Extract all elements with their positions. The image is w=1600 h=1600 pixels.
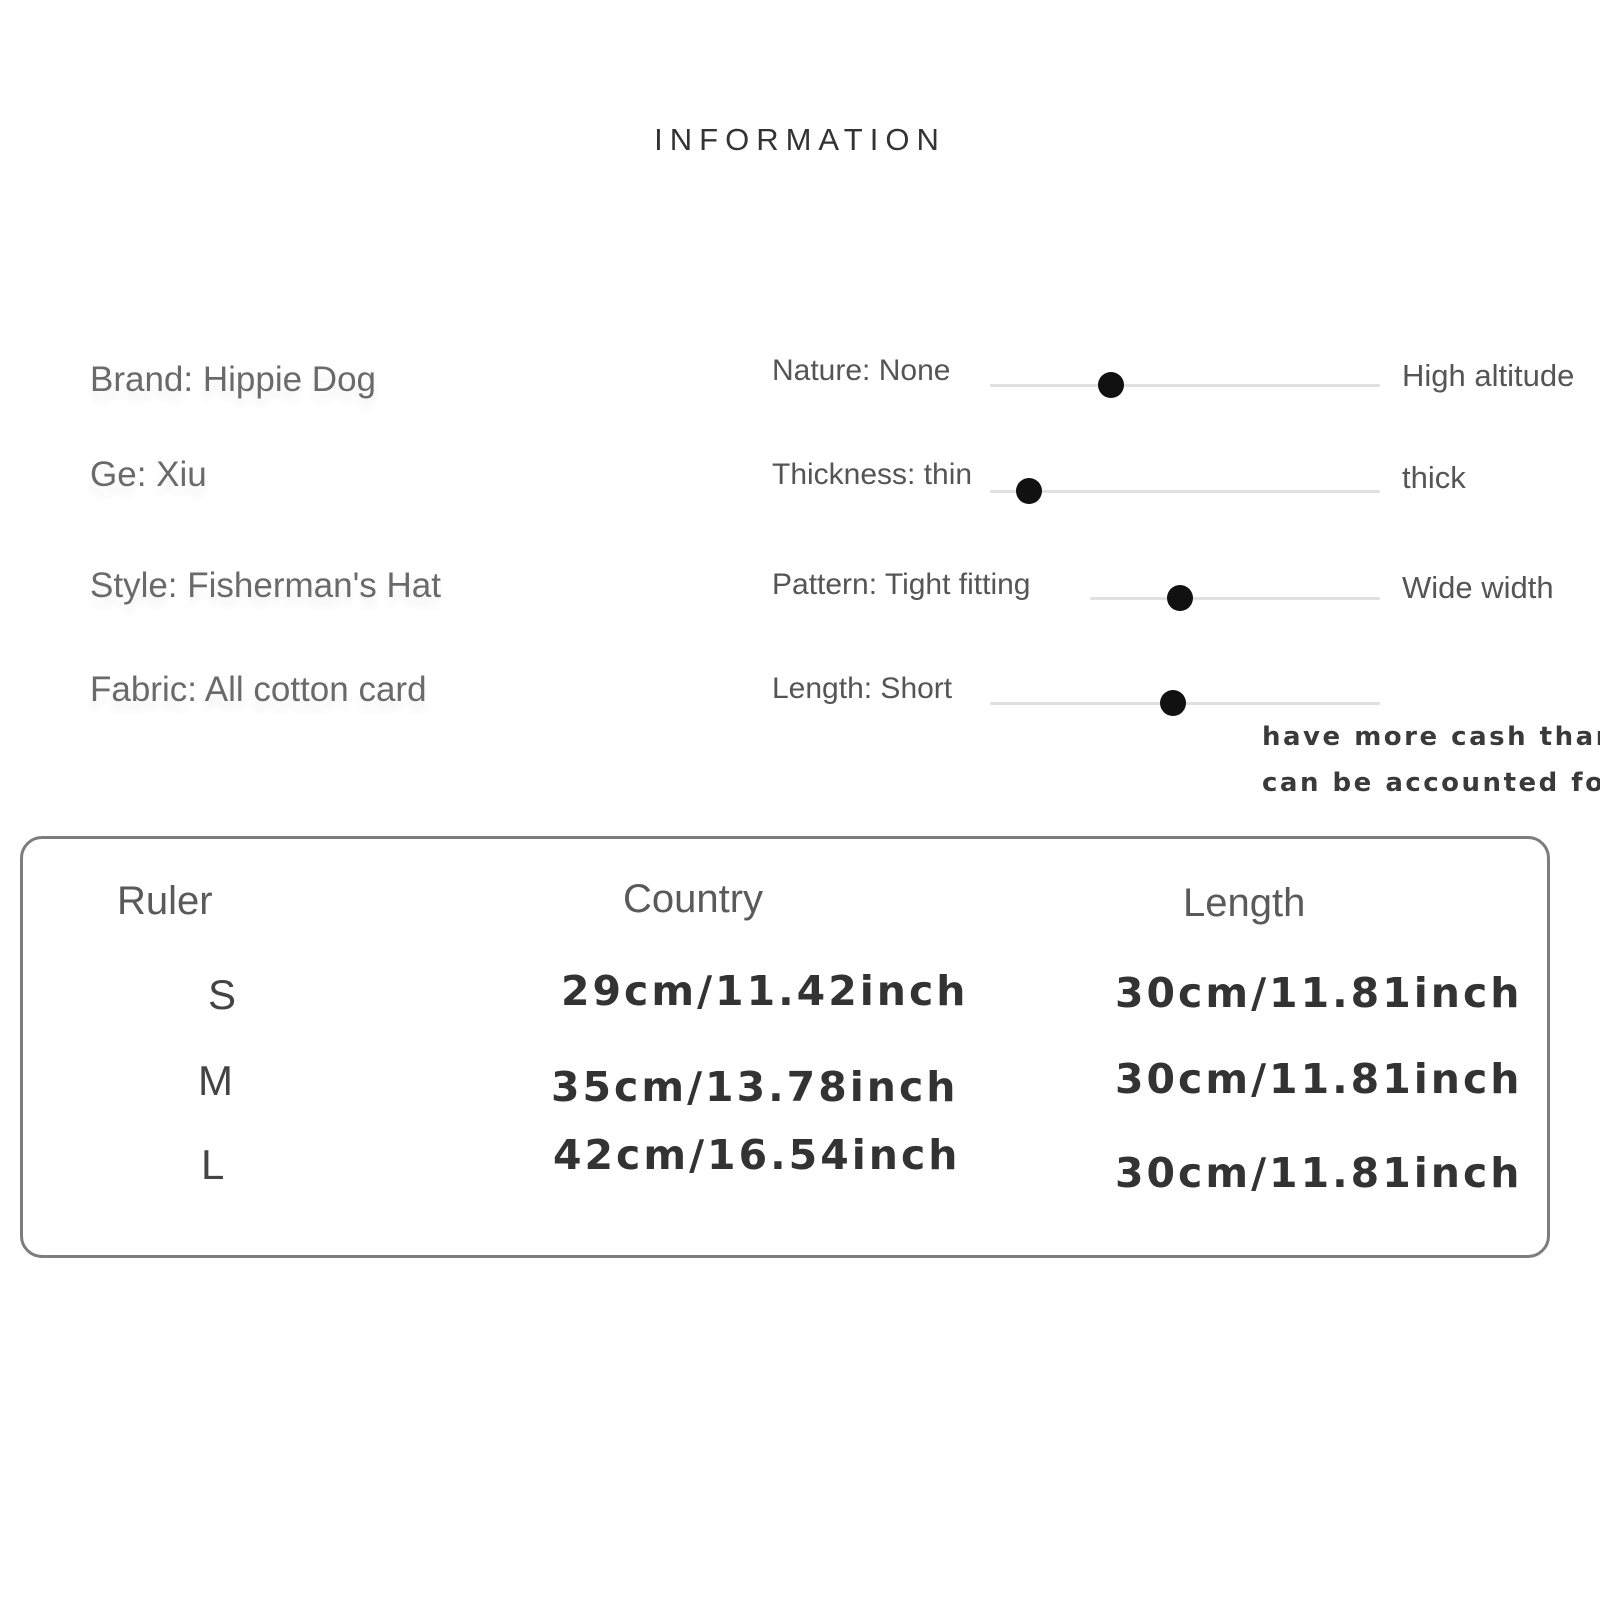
page-title: INFORMATION <box>654 122 946 157</box>
attribute-style: Style: Fisherman's Hat <box>90 566 441 605</box>
slider-knob-pattern[interactable] <box>1166 585 1193 611</box>
size-l: L <box>201 1141 225 1188</box>
country-l: 42cm/16.54inch <box>553 1131 961 1179</box>
attribute-ge: Ge: Xiu <box>90 455 207 494</box>
slider-label-length: Length: Short <box>772 672 953 705</box>
slider-track-thickness <box>990 478 1380 504</box>
size-s: S <box>208 971 237 1018</box>
slider-end-pattern: Wide width <box>1402 570 1554 605</box>
slider-track-length <box>990 690 1380 716</box>
slider-label-nature: Nature: None <box>772 354 951 387</box>
country-m: 35cm/13.78inch <box>551 1063 959 1111</box>
slider-knob-thickness[interactable] <box>1016 478 1042 504</box>
size-m: M <box>198 1057 233 1104</box>
length-l: 30cm/11.81inch <box>1115 1149 1523 1197</box>
length-m: 30cm/11.81inch <box>1115 1055 1523 1103</box>
slider-label-thickness: Thickness: thin <box>772 458 973 491</box>
country-s: 29cm/11.42inch <box>561 967 969 1015</box>
length-s: 30cm/11.81inch <box>1115 969 1523 1017</box>
slider-knob-length[interactable] <box>1160 690 1187 716</box>
slider-knob-nature[interactable] <box>1097 372 1124 398</box>
slider-track-pattern <box>1090 585 1380 611</box>
size-table: Ruler Country Length S 29cm/11.42inch 30… <box>20 836 1550 1258</box>
slider-label-pattern: Pattern: Tight fitting <box>772 568 1031 601</box>
attribute-brand: Brand: Hippie Dog <box>90 360 376 399</box>
slider-end-thickness: thick <box>1402 460 1466 495</box>
slider-track-nature <box>990 372 1380 398</box>
header-ruler: Ruler <box>117 879 213 923</box>
header-length: Length <box>1183 881 1306 925</box>
note-line-2: can be accounted for <box>1262 768 1600 798</box>
note-line-1: have more cash than <box>1262 722 1600 752</box>
attribute-fabric: Fabric: All cotton card <box>90 670 427 709</box>
slider-end-nature: High altitude <box>1402 358 1575 393</box>
header-country: Country <box>623 877 764 921</box>
